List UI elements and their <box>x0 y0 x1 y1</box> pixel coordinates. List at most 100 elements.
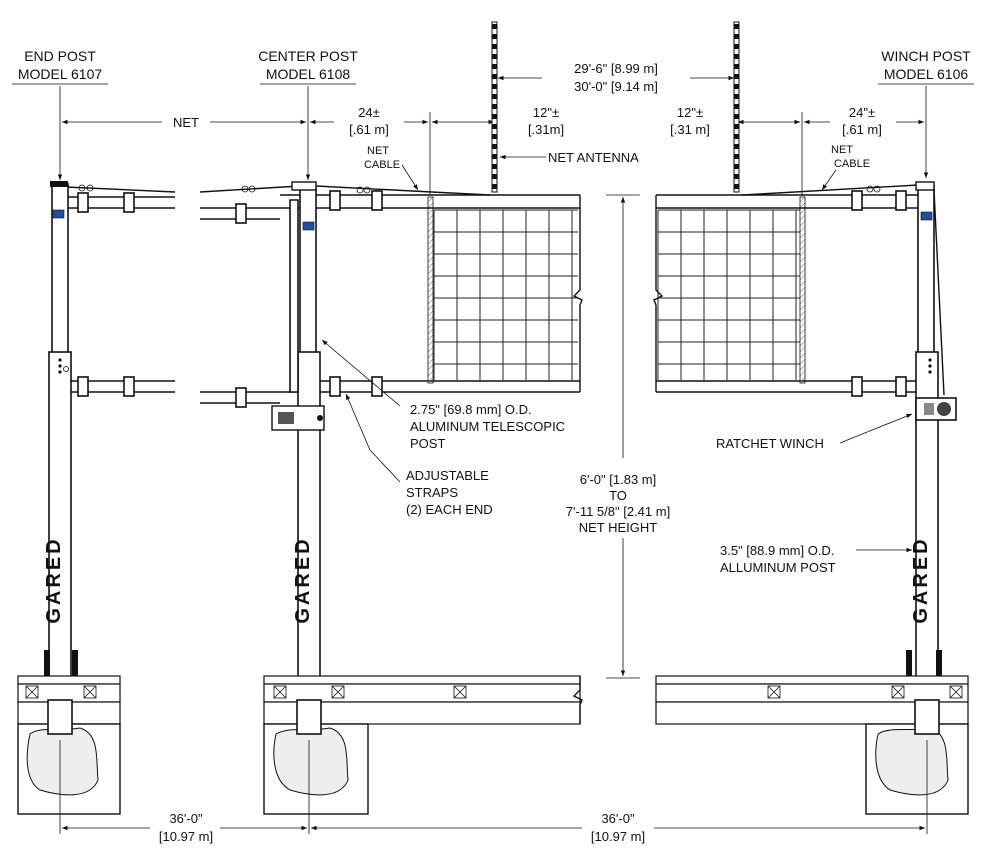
net-mesh-right <box>657 209 800 380</box>
svg-text:30'-0" [9.14 m]: 30'-0" [9.14 m] <box>574 79 658 94</box>
antenna-stripe <box>492 154 497 159</box>
svg-text:MODEL 6107: MODEL 6107 <box>18 66 103 82</box>
svg-text:WINCH POST: WINCH POST <box>881 48 971 64</box>
svg-text:36'-0": 36'-0" <box>601 811 635 826</box>
svg-text:MODEL 6108: MODEL 6108 <box>266 66 351 82</box>
antenna-stripe <box>492 54 497 59</box>
antenna-stripe <box>492 114 497 119</box>
svg-text:(2) EACH END: (2) EACH END <box>406 502 493 517</box>
svg-text:36'-0": 36'-0" <box>169 811 203 826</box>
net-cable-callout-left: NET CABLE <box>364 145 419 191</box>
svg-text:CENTER POST: CENTER POST <box>258 48 358 64</box>
break-mark-left <box>572 195 583 392</box>
antenna-stripe <box>492 104 497 109</box>
center-post-rails <box>200 190 580 408</box>
svg-text:ALLUMINUM POST: ALLUMINUM POST <box>720 560 836 575</box>
antenna-stripe <box>492 74 497 79</box>
telescopic-post-callout: 2.75" [69.8 mm] O.D. ALUMINUM TELESCOPIC… <box>321 339 565 451</box>
antenna-stripe <box>734 74 739 79</box>
svg-text:STRAPS: STRAPS <box>406 485 458 500</box>
end-post: GARED <box>43 181 72 733</box>
svg-text:CABLE: CABLE <box>364 159 400 171</box>
antenna-stripe <box>492 94 497 99</box>
antenna-stripe <box>492 124 497 129</box>
aluminum-post-callout: 3.5" [88.9 mm] O.D. ALLUMINUM POST <box>720 543 912 575</box>
floor-joists <box>25 685 963 699</box>
net-antenna-right <box>733 21 740 193</box>
ratchet-winch-callout: RATCHET WINCH <box>716 413 913 451</box>
svg-text:NET HEIGHT: NET HEIGHT <box>579 520 658 535</box>
svg-text:[10.97 m]: [10.97 m] <box>591 829 645 844</box>
winch-post-rails <box>656 190 918 397</box>
bottom-dimension-right: 36'-0" [10.97 m] <box>311 740 928 844</box>
antenna-stripe <box>734 104 739 109</box>
antenna-stripe <box>734 34 739 39</box>
svg-text:6'-0" [1.83 m]: 6'-0" [1.83 m] <box>580 472 656 487</box>
bottom-dimension-left: 36'-0" [10.97 m] <box>59 740 310 844</box>
end-post-title: END POST MODEL 6107 <box>12 48 108 85</box>
net-cables <box>65 184 919 196</box>
net-side-rope-left <box>427 196 434 384</box>
antenna-stripe <box>734 64 739 69</box>
antenna-stripe <box>734 154 739 159</box>
svg-text:7'-11 5/8" [2.41 m]: 7'-11 5/8" [2.41 m] <box>566 504 670 519</box>
antenna-stripe <box>734 174 739 179</box>
svg-text:24±: 24± <box>358 105 380 120</box>
winch-antenna-offset-dimension: 12"± [.31 m] <box>670 105 803 195</box>
net-antenna-callout: NET ANTENNA <box>500 150 639 165</box>
antenna-stripe <box>734 144 739 149</box>
center-post: GARED <box>271 181 325 733</box>
antenna-stripe <box>492 64 497 69</box>
svg-text:NET: NET <box>831 144 853 156</box>
winch-post: GARED <box>910 181 957 733</box>
net-mesh-left <box>433 209 578 380</box>
svg-text:RATCHET WINCH: RATCHET WINCH <box>716 436 824 451</box>
svg-text:CABLE: CABLE <box>834 158 870 170</box>
antenna-stripe <box>734 124 739 129</box>
break-mark-right <box>653 195 664 392</box>
svg-text:[.61 m]: [.61 m] <box>349 122 389 137</box>
floor-center <box>263 675 583 815</box>
center-offset-dimension: 24± [.61 m] <box>310 105 431 195</box>
svg-text:[.61 m]: [.61 m] <box>842 122 882 137</box>
antenna-stripe <box>492 24 497 29</box>
svg-text:3.5" [88.9 mm] O.D.: 3.5" [88.9 mm] O.D. <box>720 543 834 558</box>
svg-text:TO: TO <box>609 488 627 503</box>
svg-text:12"±: 12"± <box>677 105 703 120</box>
svg-text:NET ANTENNA: NET ANTENNA <box>548 150 639 165</box>
svg-text:ADJUSTABLE: ADJUSTABLE <box>406 468 489 483</box>
antenna-stripe <box>492 44 497 49</box>
net-span-dimension: 29'-6" [8.99 m] 30'-0" [9.14 m] <box>498 61 734 94</box>
center-post-title: CENTER POST MODEL 6108 <box>258 48 358 85</box>
antenna-stripe <box>734 134 739 139</box>
antenna-stripe <box>734 114 739 119</box>
winch-post-brand: GARED <box>910 536 932 623</box>
svg-text:ALUMINUM TELESCOPIC: ALUMINUM TELESCOPIC <box>410 419 565 434</box>
post-sleeves <box>47 699 940 735</box>
svg-text:24"±: 24"± <box>849 105 875 120</box>
svg-text:[10.97 m]: [10.97 m] <box>159 829 213 844</box>
antenna-stripe <box>492 34 497 39</box>
svg-text:[.31m]: [.31m] <box>528 122 564 137</box>
antenna-stripe <box>734 24 739 29</box>
winch-post-title: WINCH POST MODEL 6106 <box>878 48 974 85</box>
antenna-stripe <box>734 184 739 189</box>
svg-text:END POST: END POST <box>24 48 96 64</box>
svg-text:[.31 m]: [.31 m] <box>670 122 710 137</box>
net-cable-callout-right: NET CABLE <box>821 144 870 191</box>
svg-text:29'-6" [8.99 m]: 29'-6" [8.99 m] <box>574 61 658 76</box>
antenna-stripe <box>492 184 497 189</box>
svg-text:NET: NET <box>173 115 199 130</box>
svg-text:NET: NET <box>367 145 389 157</box>
net-dimension: NET <box>61 115 306 130</box>
antenna-stripe <box>492 84 497 89</box>
svg-text:POST: POST <box>410 436 445 451</box>
svg-text:2.75" [69.8 mm] O.D.: 2.75" [69.8 mm] O.D. <box>410 402 532 417</box>
antenna-stripe <box>492 134 497 139</box>
antenna-stripe <box>734 94 739 99</box>
straps-callout: ADJUSTABLE STRAPS (2) EACH END <box>345 393 493 517</box>
antenna-stripe <box>734 84 739 89</box>
end-post-rails <box>64 192 175 397</box>
svg-text:MODEL 6106: MODEL 6106 <box>884 66 969 82</box>
